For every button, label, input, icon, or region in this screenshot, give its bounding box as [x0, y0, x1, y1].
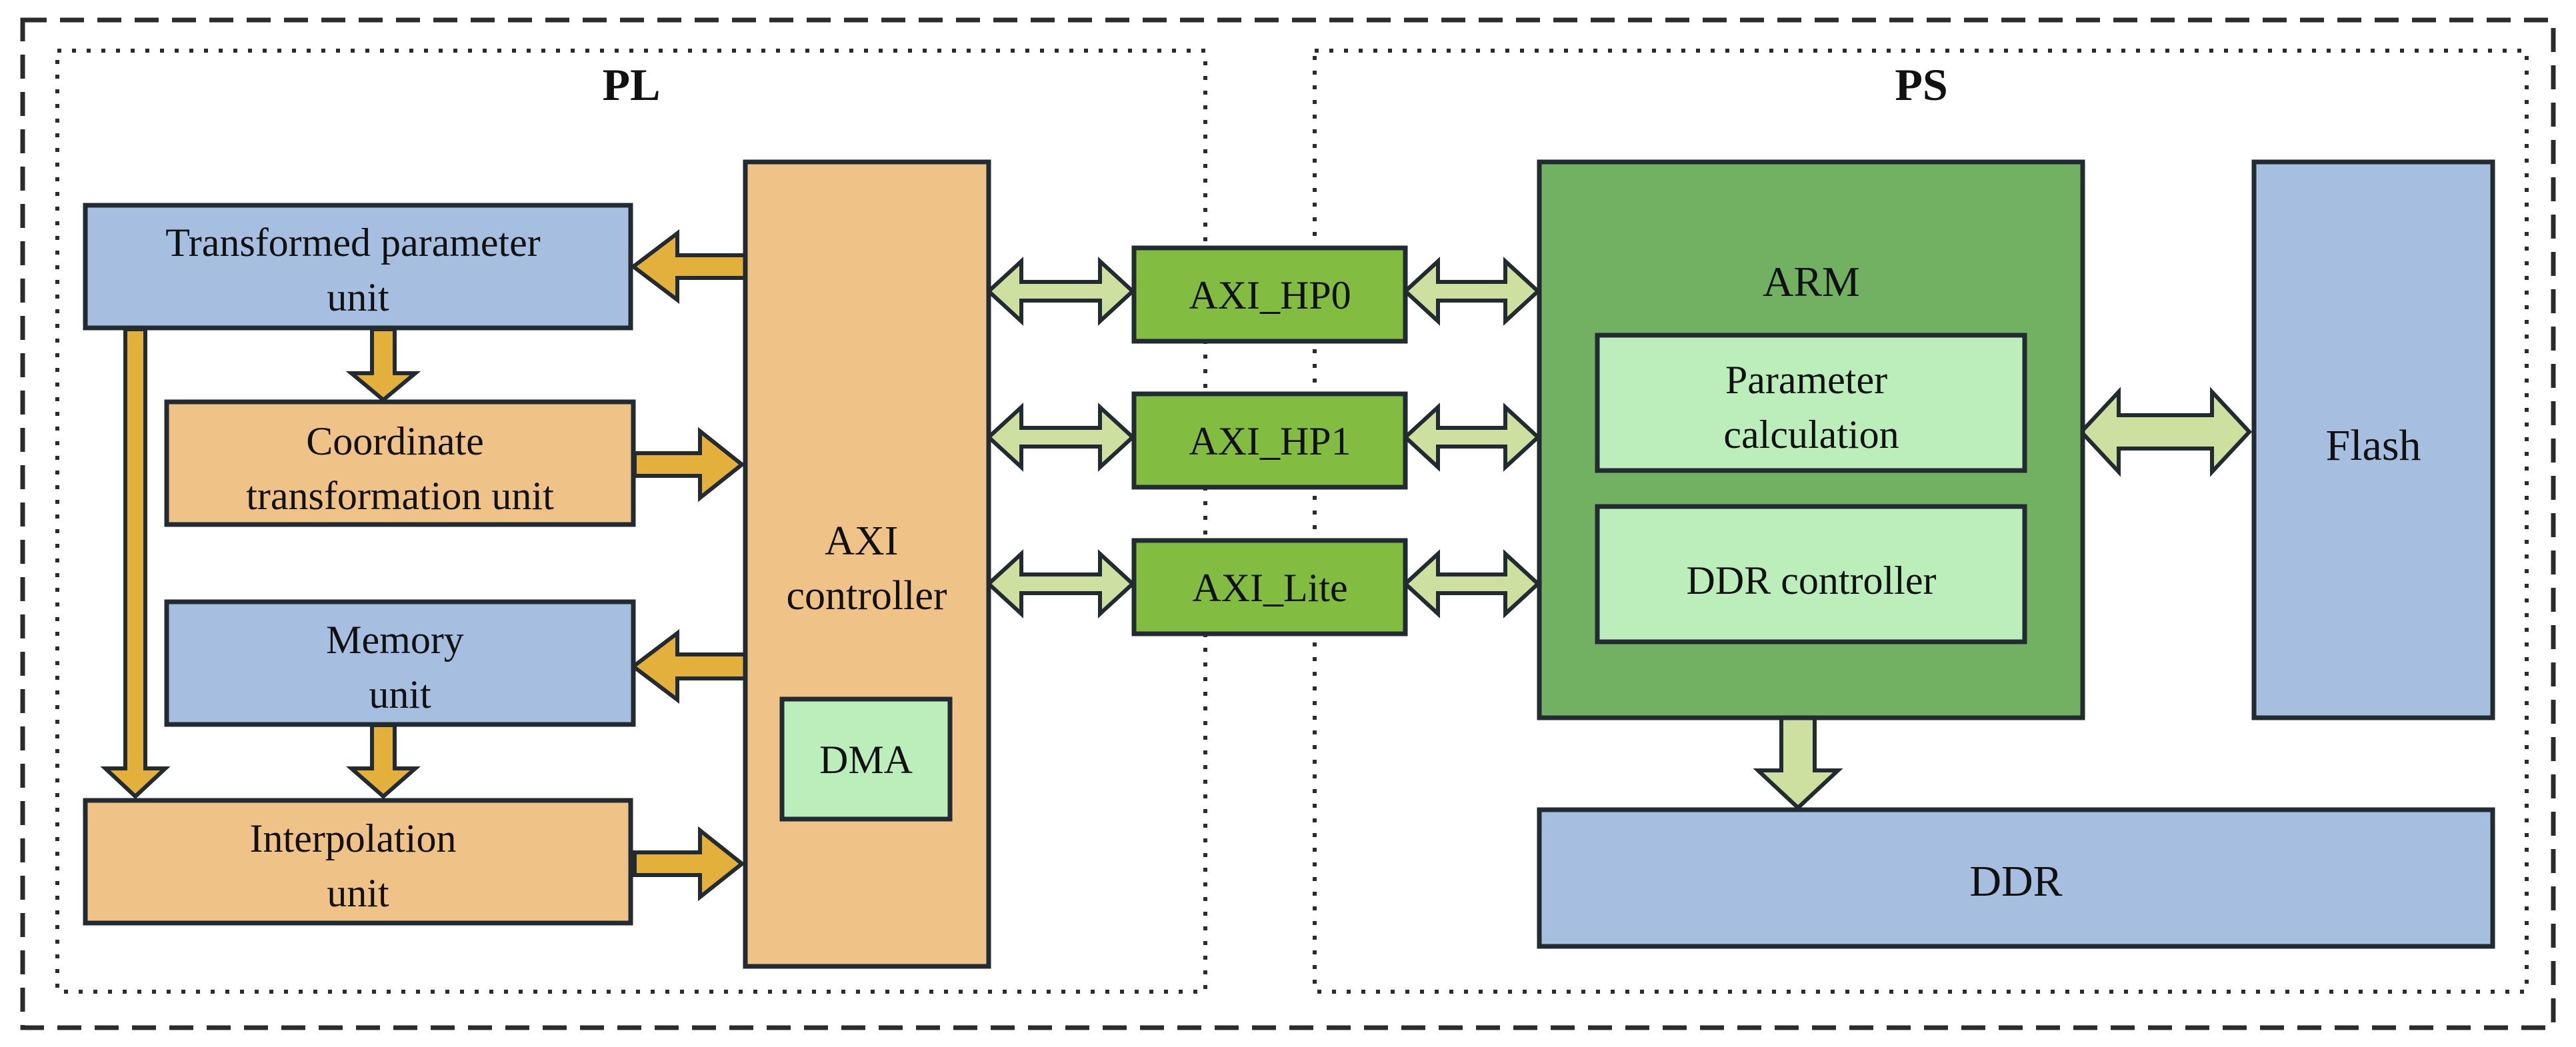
pl-section-title: PL [603, 59, 661, 110]
svg-text:Coordinate transformation: Coordinate transformation unit [246, 419, 554, 518]
flash-block [2251, 159, 2495, 720]
memory-unit-block [164, 599, 636, 727]
coordinate-transformation-unit-label-line2: transformation unit [246, 474, 554, 518]
ddr-controller-block [1595, 504, 2027, 644]
axi-controller-block [743, 159, 991, 969]
arrow-axi-controller-hp1 [985, 403, 1136, 472]
axi-controller-label-line2: controller [786, 573, 947, 618]
pl-dotted-frame [55, 49, 1207, 994]
transformed-parameter-unit-block [83, 203, 633, 331]
arrow-axi-controller-hp0 [985, 257, 1136, 326]
arrow-interpolation-to-axi [633, 826, 745, 902]
flash-label: Flash [2325, 421, 2421, 470]
interpolation-unit-label-line2: unit [327, 871, 389, 915]
dma-label: DMA [819, 738, 913, 782]
ddr-controller-label: DDR controller [1687, 558, 1937, 602]
axi-hp0-label: AXI_HP0 [1189, 273, 1351, 317]
svg-text:Memory unit: Memory unit [326, 618, 474, 716]
outer-dashed-frame [20, 17, 2556, 1030]
svg-text:Transformed parameter unit: Transformed parameter unit [165, 221, 551, 319]
axi-hp0-block [1131, 245, 1408, 344]
arrow-memory-to-interpolation [346, 723, 421, 799]
arrow-lite-arm [1402, 549, 1541, 618]
arrow-hp1-arm [1402, 403, 1541, 472]
memory-unit-label-line1: Memory [326, 618, 464, 662]
transformed-parameter-unit-label-line2: unit [327, 275, 389, 319]
axi-hp1-block [1131, 391, 1408, 490]
arrow-axi-to-transformed-parameter [630, 229, 747, 305]
dma-block [779, 696, 953, 822]
arrow-axi-controller-lite [985, 549, 1136, 618]
ps-section-title: PS [1895, 59, 1947, 110]
coordinate-transformation-unit-block [164, 399, 636, 527]
ddr-label: DDR [1969, 857, 2062, 906]
transformed-parameter-unit-label-line1: Transformed parameter [165, 221, 541, 265]
axi-hp1-label: AXI_HP1 [1189, 419, 1351, 463]
parameter-calculation-label-line1: Parameter [1725, 358, 1887, 402]
arrow-arm-flash [2078, 387, 2253, 477]
arrow-transformed-to-coordinate [345, 327, 421, 403]
ps-dotted-frame [1313, 49, 2529, 994]
parameter-calculation-label-line2: calculation [1723, 413, 1899, 457]
svg-text:Interpolation unit: Interpolation unit [250, 816, 467, 915]
svg-text:Parameter calculation: Parameter calculation [1723, 358, 1899, 457]
arrow-hp0-arm [1402, 257, 1541, 326]
arrow-axi-to-memory [630, 628, 747, 704]
memory-unit-label-line2: unit [369, 672, 431, 716]
axi-controller-label-line1: AXI [825, 519, 898, 564]
parameter-calculation-block [1595, 333, 2027, 473]
axi-lite-block [1131, 538, 1408, 636]
axi-lite-label: AXI_Lite [1192, 566, 1347, 610]
arrow-transformed-to-interpolation [100, 327, 171, 800]
ddr-block [1537, 807, 2495, 949]
coordinate-transformation-unit-label-line1: Coordinate [306, 419, 484, 463]
interpolation-unit-label-line1: Interpolation [250, 816, 457, 860]
interpolation-unit-block [83, 798, 633, 926]
svg-text:AXI controller: AXI controller [786, 519, 947, 618]
arrow-coordinate-to-axi [633, 427, 745, 503]
arm-label: ARM [1763, 258, 1860, 305]
